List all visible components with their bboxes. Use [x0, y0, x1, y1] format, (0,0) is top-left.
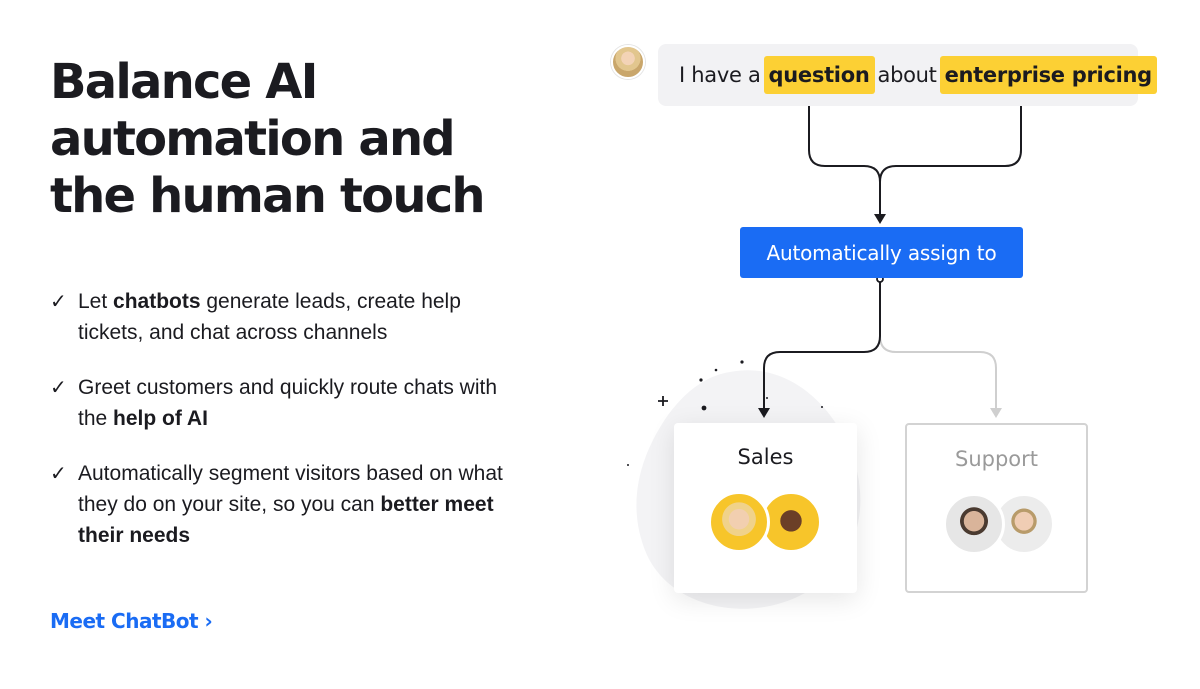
- decor-dots: [627, 360, 823, 466]
- headline-line-3: the human touch: [50, 168, 486, 224]
- sales-avatars: [674, 491, 857, 555]
- feature-text-post: generate leads, create help tickets, and…: [78, 290, 461, 344]
- connector-pricing: [879, 96, 1022, 183]
- headline-line-1: Balance AI: [50, 54, 319, 110]
- feature-item: ✓ Greet customers and quickly route chat…: [50, 372, 520, 434]
- visitor-message: I have a question about enterprise prici…: [658, 44, 1157, 106]
- connector-sales: [763, 278, 881, 412]
- sparkle-icon: [658, 396, 668, 406]
- connector-support: [879, 278, 997, 412]
- check-icon: ✓: [50, 461, 67, 485]
- feature-text-bold: chatbots: [113, 290, 201, 313]
- page-headline: Balance AI automation and the human touc…: [50, 54, 570, 225]
- auto-assign-node: Automatically assign to: [740, 227, 1023, 278]
- highlight-enterprise-pricing: enterprise pricing: [939, 56, 1157, 94]
- avatar: [943, 493, 1005, 555]
- check-icon: ✓: [50, 289, 67, 313]
- support-team-title: Support: [954, 447, 1038, 471]
- message-text-1: I have a: [679, 63, 761, 87]
- avatar: [708, 491, 770, 553]
- feature-text-pre: Greet customers and quickly route chats …: [78, 376, 498, 430]
- feature-list: ✓ Let chatbots generate leads, create he…: [50, 286, 520, 575]
- check-icon: ✓: [50, 375, 67, 399]
- message-text-2: about: [877, 63, 937, 87]
- feature-text-bold: help of AI: [113, 407, 208, 430]
- feature-item: ✓ Let chatbots generate leads, create he…: [50, 286, 520, 348]
- sales-team-card: Sales: [674, 423, 857, 593]
- connector-question: [808, 96, 881, 218]
- support-team-card: Support: [905, 423, 1088, 593]
- feature-item: ✓ Automatically segment visitors based o…: [50, 458, 520, 551]
- arrow-to-support: [990, 408, 1002, 418]
- support-avatars: [907, 493, 1086, 557]
- arrow-to-sales: [758, 408, 770, 418]
- avatar: [760, 491, 822, 553]
- feature-text-bold: better meet their needs: [78, 493, 494, 547]
- visitor-avatar: [611, 45, 645, 79]
- feature-text-pre: Let: [78, 290, 114, 313]
- sales-team-title: Sales: [737, 445, 794, 469]
- headline-line-2: automation and: [50, 111, 456, 167]
- arrow-to-assign: [874, 214, 886, 224]
- feature-text-pre: Automatically segment visitors based on …: [78, 462, 503, 516]
- meet-chatbot-link[interactable]: Meet ChatBot ›: [50, 609, 213, 633]
- highlight-question: question: [763, 56, 875, 94]
